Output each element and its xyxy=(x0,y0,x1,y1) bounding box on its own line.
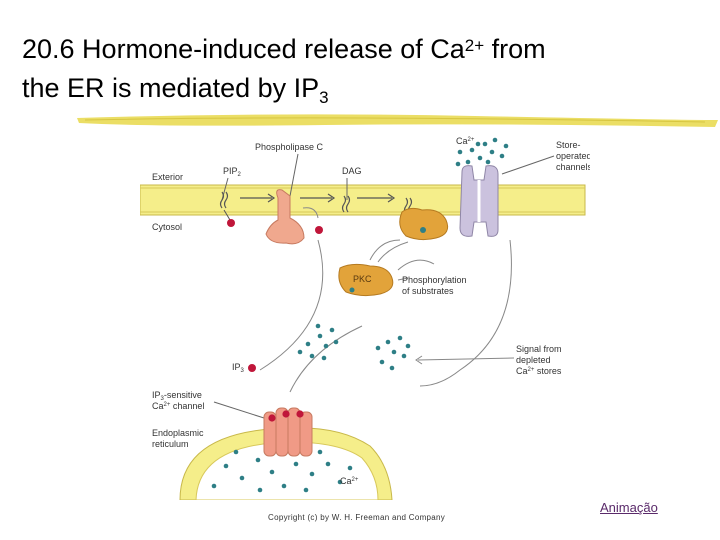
ip3-dot xyxy=(248,364,256,372)
er-label-2: reticulum xyxy=(152,439,189,449)
phosphorylation-label-1: Phosphorylation xyxy=(402,275,467,285)
animation-link[interactable]: Animação xyxy=(600,500,658,515)
pkc-membrane-bound xyxy=(399,207,449,241)
signal-label-3: Ca2+ stores xyxy=(516,366,562,376)
pip2-lipid xyxy=(219,191,229,209)
title-text: 20.6 Hormone-induced release of Ca xyxy=(22,34,465,64)
calcium-release-diagram: Exterior Cytosol PIP2 Phospholipase C DA… xyxy=(140,136,590,500)
pkc-label: PKC xyxy=(353,274,372,284)
phospholipase-c-enzyme xyxy=(265,189,305,245)
phospholipase-c-label: Phospholipase C xyxy=(255,142,324,152)
ca-er-label: Ca2+ xyxy=(340,476,359,486)
title-text-tail: from xyxy=(484,34,546,64)
calcium-ions-extracellular xyxy=(455,137,509,167)
slide-title: 20.6 Hormone-induced release of Ca2+ fro… xyxy=(22,30,712,111)
phosphorylation-label-2: of substrates xyxy=(402,286,454,296)
pip2-label: PIP2 xyxy=(223,166,242,178)
calcium-ions-er-lumen xyxy=(211,449,353,493)
title-superscript: 2+ xyxy=(464,36,485,55)
ip3-dot-released xyxy=(315,226,323,234)
title-line-1: 20.6 Hormone-induced release of Ca2+ fro… xyxy=(22,30,712,69)
cytosol-label: Cytosol xyxy=(152,222,182,232)
pip2-headgroup xyxy=(227,219,235,227)
ca-top-label: Ca2+ xyxy=(456,136,475,146)
dag-lipid xyxy=(341,195,351,213)
signal-label-1: Signal from xyxy=(516,344,562,354)
ip3-label: IP3 xyxy=(232,362,245,374)
signal-label-2: depleted xyxy=(516,355,551,365)
ip3-receptor-channel xyxy=(263,407,313,457)
title-subscript: 3 xyxy=(319,88,329,107)
store-operated-label-3: channels xyxy=(556,162,590,172)
er-label-1: Endoplasmic xyxy=(152,428,204,438)
plasma-membrane xyxy=(140,184,586,216)
store-operated-label-2: operated xyxy=(556,151,590,161)
exterior-label: Exterior xyxy=(152,172,183,182)
dag-label: DAG xyxy=(342,166,362,176)
copyright-text: Copyright (c) by W. H. Freeman and Compa… xyxy=(268,513,446,522)
store-operated-label-1: Store- xyxy=(556,140,581,150)
ip3-channel-label-1: IP3-sensitive xyxy=(152,390,202,402)
calcium-ions-cytosolic xyxy=(297,323,339,361)
title-underline-brushstroke xyxy=(77,114,718,127)
title-line-2: the ER is mediated by IP3 xyxy=(22,69,712,111)
ip3-channel-label-2: Ca2+ channel xyxy=(152,401,204,411)
calcium-ions-cytosolic-2 xyxy=(375,335,411,371)
title-text-2: the ER is mediated by IP xyxy=(22,73,320,103)
